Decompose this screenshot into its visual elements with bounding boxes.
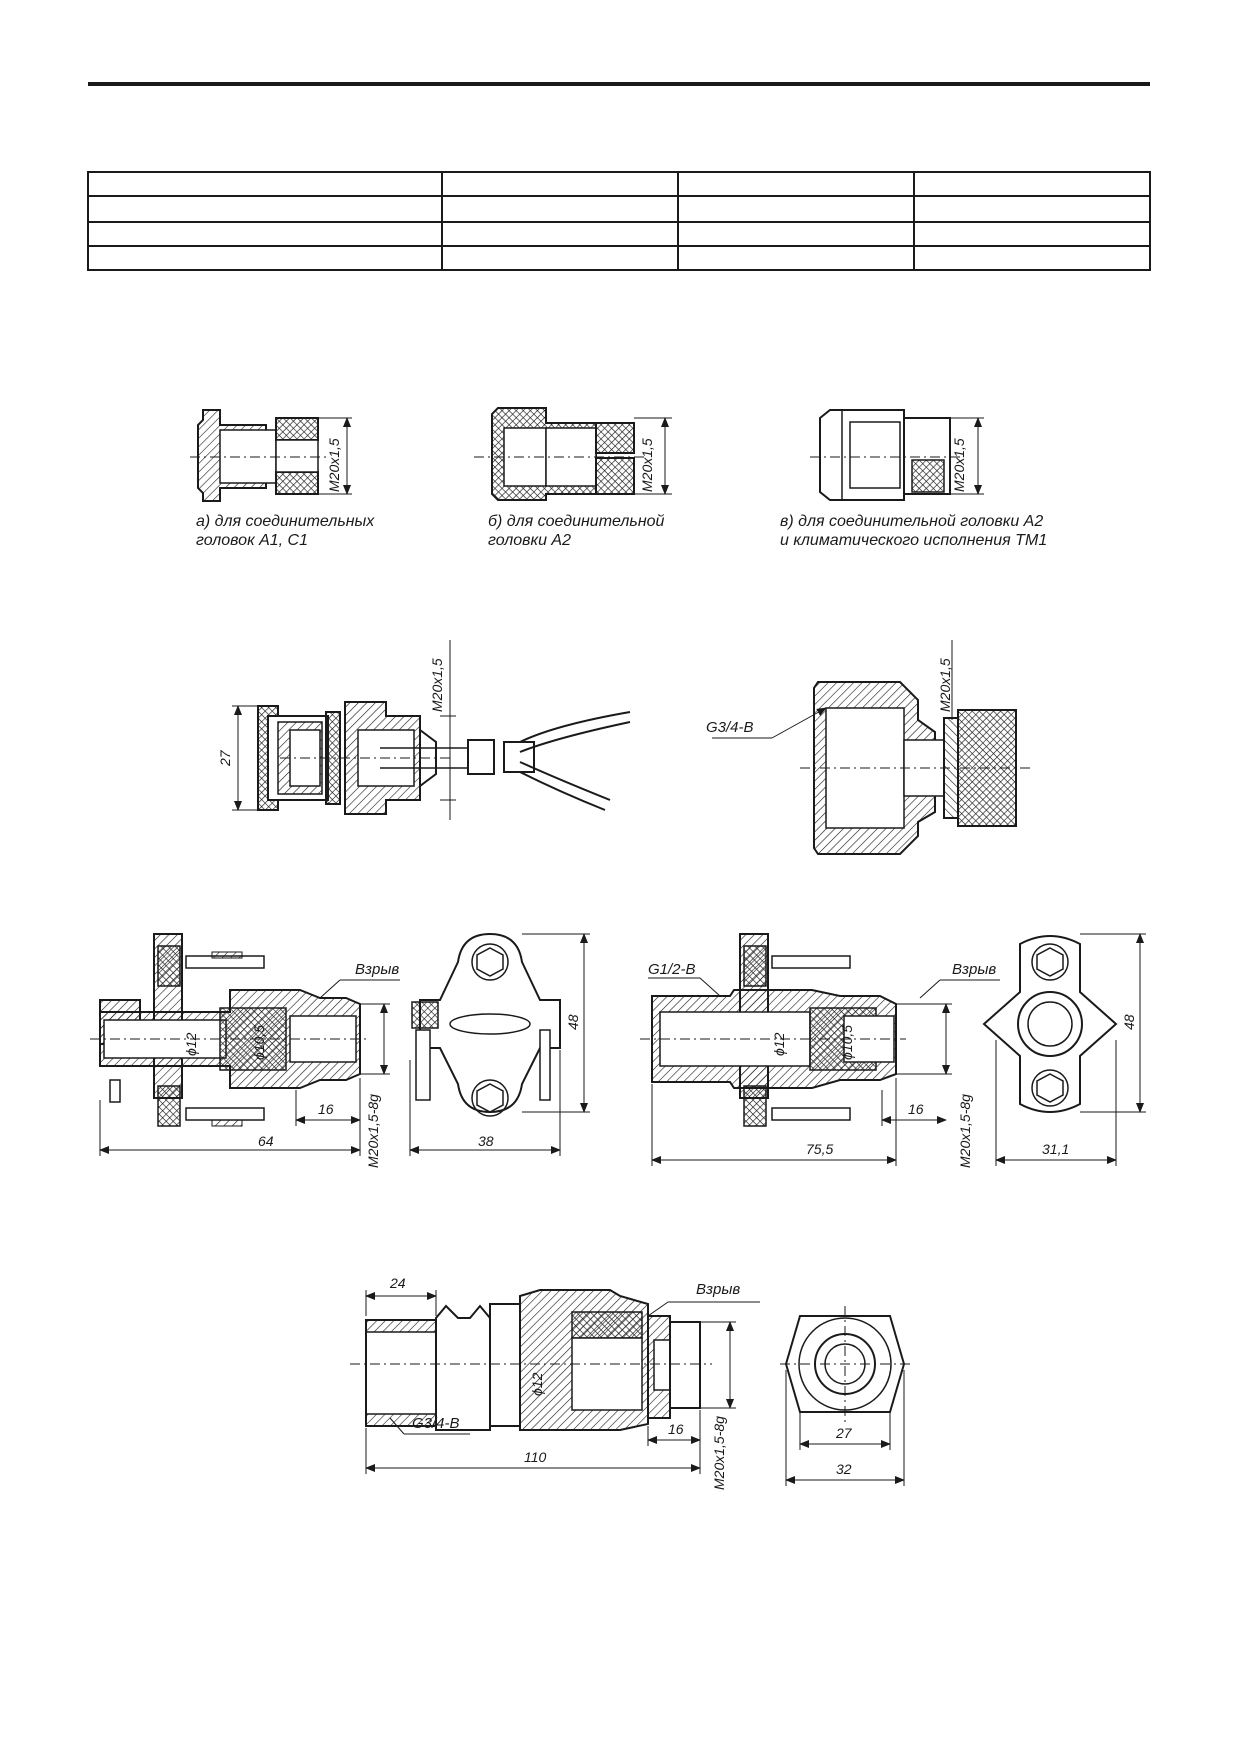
hex-socket-icon <box>476 1083 504 1113</box>
label-thread-long: М20х1,5-8g <box>711 1416 727 1490</box>
label-thread-adapter: М20х1,5 <box>937 658 953 712</box>
label-thread-right-gland: М20х1,5-8g <box>957 1094 973 1168</box>
caption-b-line1: б) для соединительной <box>488 513 665 530</box>
dim-16-left: 16 <box>318 1101 334 1117</box>
label-thread-a: М20х1,5 <box>326 438 342 492</box>
gland-right-section: ϕ12 ϕ10,5 G1/2-B Взрыв 75,5 16 М20х1,5-8… <box>640 933 1000 1168</box>
dim-48-left: 48 <box>565 1014 581 1030</box>
hex-socket-icon <box>476 947 504 977</box>
long-adapter-section: ϕ12 24 Взрыв G3/4-B 110 16 М20х1,5-8g <box>350 1275 760 1490</box>
dim-16-long: 16 <box>668 1421 684 1437</box>
label-thread-v: М20х1,5 <box>951 438 967 492</box>
top-rule <box>88 82 1150 86</box>
dim-16-right: 16 <box>908 1101 924 1117</box>
label-explosion-left: Взрыв <box>355 961 399 978</box>
caption-a-line1: а) для соединительных <box>196 513 375 530</box>
dim-48-right: 48 <box>1121 1014 1137 1030</box>
label-pipe-g34-adapter: G3/4-B <box>706 719 754 736</box>
dim-75-5: 75,5 <box>806 1141 833 1157</box>
dim-24: 24 <box>389 1275 406 1291</box>
label-phi105-right: ϕ10,5 <box>839 1025 855 1060</box>
cap-variant-b: М20х1,5 б) для соединительной головки А2 <box>474 407 672 549</box>
label-phi105-left: ϕ10,5 <box>251 1025 267 1060</box>
spec-table <box>87 171 1151 271</box>
cap-variant-v: М20х1,5 в) для соединительной головки А2… <box>780 409 1047 549</box>
dim-27-plug: 27 <box>217 749 233 767</box>
dim-27-end: 27 <box>835 1425 853 1441</box>
dim-31-1: 31,1 <box>1042 1141 1069 1157</box>
dim-38: 38 <box>478 1133 494 1149</box>
label-thread-left-gland: М20х1,5-8g <box>365 1094 381 1168</box>
label-phi12-left: ϕ12 <box>183 1032 199 1056</box>
hex-socket-icon <box>1036 1073 1064 1103</box>
gland-right-side-view: 48 31,1 <box>982 933 1146 1166</box>
label-pipe-g34-long: G3/4-B <box>412 1415 460 1432</box>
label-explosion-long: Взрыв <box>696 1281 740 1298</box>
caption-b-line2: головки А2 <box>488 532 571 549</box>
gland-left-side-view: 48 38 <box>409 932 590 1156</box>
label-thread-b: М20х1,5 <box>639 438 655 492</box>
label-phi12-right: ϕ12 <box>771 1032 787 1056</box>
label-phi12-long: ϕ12 <box>529 1372 545 1396</box>
caption-a-line2: головок А1, С1 <box>196 532 308 549</box>
cap-variant-a: М20х1,5 а) для соединительных головок А1… <box>190 409 375 549</box>
label-thread-plug: М20х1,5 <box>429 658 445 712</box>
hex-socket-icon <box>1036 947 1064 977</box>
dim-32: 32 <box>836 1461 852 1477</box>
caption-v-line1: в) для соединительной головки А2 <box>780 513 1043 530</box>
adapter-g34: G3/4-B М20х1,5 <box>706 640 1030 855</box>
label-pipe-g12: G1/2-B <box>648 961 696 978</box>
caption-v-line2: и климатического исполнения ТМ1 <box>780 532 1047 549</box>
dim-64: 64 <box>258 1133 274 1149</box>
long-adapter-end-view: 27 32 <box>780 1306 910 1486</box>
cable-plug-assembly: 27 М20х1,5 <box>217 640 631 820</box>
dim-110: 110 <box>524 1449 547 1465</box>
gland-left-section: ϕ12 ϕ10,5 Взрыв 64 16 М20х1,5-8g <box>90 933 400 1168</box>
label-explosion-right: Взрыв <box>952 961 996 978</box>
